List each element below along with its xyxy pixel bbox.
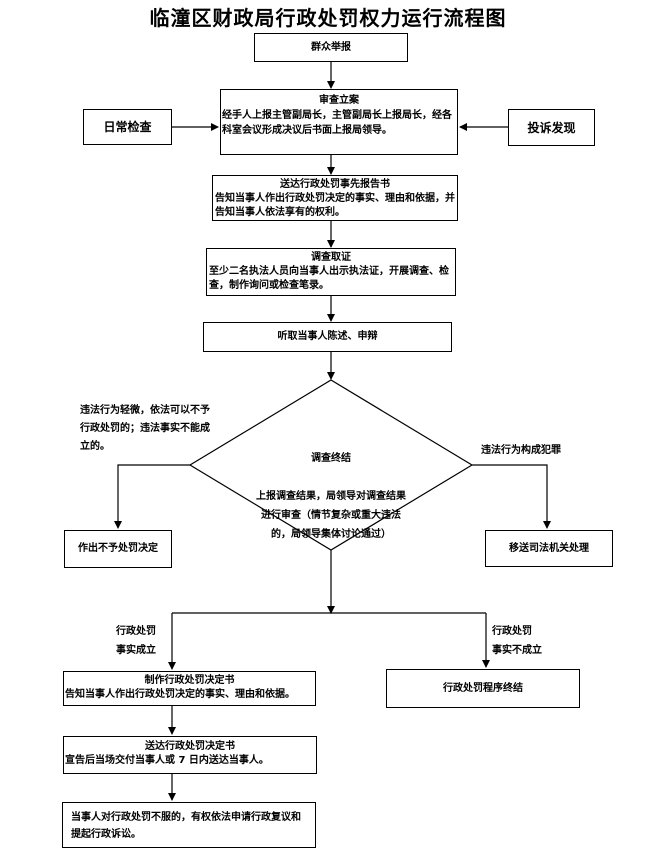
decision-diamond: [188, 379, 474, 551]
end-investigation-heading: 调查终结: [311, 453, 351, 464]
review-box: 审查立案 经手人上报主管副局长，主管副局长上报局长，经各科室会议形成决议后书面上…: [220, 89, 458, 155]
daily-check-box: 日常检查: [83, 109, 172, 145]
minor-violation-label: 违法行为轻微，依法可以不予行政处罚的；违法事实不能成立的。: [80, 405, 210, 452]
facts-not-established-label: 行政处罚 事实不成立: [492, 626, 542, 656]
investigation-text: 至少二名执法人员向当事人出示执法证，开展调查、检查，制作询问或检查笔录。: [209, 266, 449, 291]
daily-check-label: 日常检查: [103, 120, 152, 134]
review-text: 经手人上报主管副局长，主管副局长上报局长，经各科室会议形成决议后书面上报局领导。: [222, 110, 452, 136]
procedure-end-box: 行政处罚程序终结: [386, 669, 580, 708]
make-decision-heading: 制作行政处罚决定书: [144, 675, 235, 686]
transfer-box: 移送司法机关处理: [485, 530, 613, 567]
complaint-label: 投诉发现: [527, 120, 576, 135]
complaint-box: 投诉发现: [508, 109, 595, 146]
end-investigation-body: 上报调查结果，局领导对调查结果进行审查（情节复杂或重大违法的，局领导集体讨论通过…: [256, 491, 406, 540]
procedure-end-label: 行政处罚程序终结: [443, 682, 523, 694]
deliver-decision-text: 宣告后当场交付当事人或 7 日内送达当事人。: [65, 755, 269, 766]
arrow-to-no-penalty: [114, 464, 190, 529]
end-investigation-text: 调查终结 上报调查结果，局领导对调查结果进行审查（情节复杂或重大违法的，局领导集…: [255, 430, 407, 563]
deliver-decision-box: 送达行政处罚决定书 宣告后当场交付当事人或 7 日内送达当事人。: [63, 736, 317, 774]
facts-established-label: 行政处罚 事实成立: [116, 626, 156, 656]
transfer-label: 移送司法机关处理: [509, 542, 589, 554]
notice-text: 告知当事人作出行政处罚决定的事实、理由和依据，并告知当事人依法享有的权利。: [215, 193, 455, 218]
notice-heading: 送达行政处罚事先报告书: [280, 179, 390, 190]
notice-box: 送达行政处罚事先报告书 告知当事人作出行政处罚决定的事实、理由和依据，并告知当事…: [212, 175, 458, 221]
hearing-box: 听取当事人陈述、申辩: [203, 322, 452, 352]
make-decision-box: 制作行政处罚决定书 告知当事人作出行政处罚决定的事实、理由和依据。: [63, 671, 316, 706]
arrow-to-transfer: [472, 464, 551, 529]
investigation-heading: 调查取证: [311, 252, 351, 263]
make-decision-text: 告知当事人作出行政处罚决定的事实、理由和依据。: [65, 689, 295, 700]
investigation-box: 调查取证 至少二名执法人员向当事人出示执法证，开展调查、检查，制作询问或检查笔录…: [206, 248, 456, 296]
no-penalty-label: 作出不予处罚决定: [78, 543, 158, 554]
deliver-decision-heading: 送达行政处罚决定书: [145, 741, 235, 752]
appeal-text: 当事人对行政处罚不服的，有权依法申请行政复议和提起行政诉讼。: [71, 812, 301, 840]
report-box: 群众举报: [254, 33, 408, 62]
hearing-label: 听取当事人陈述、申辩: [277, 331, 378, 342]
review-heading: 审查立案: [319, 95, 359, 106]
page-title: 临潼区财政局行政处罚权力运行流程图: [149, 6, 507, 30]
crime-label: 违法行为构成犯罪: [481, 445, 561, 456]
appeal-box: 当事人对行政处罚不服的，有权依法申请行政复议和提起行政诉讼。: [62, 802, 316, 848]
report-label: 群众举报: [311, 41, 351, 53]
no-penalty-box: 作出不予处罚决定: [64, 530, 172, 568]
